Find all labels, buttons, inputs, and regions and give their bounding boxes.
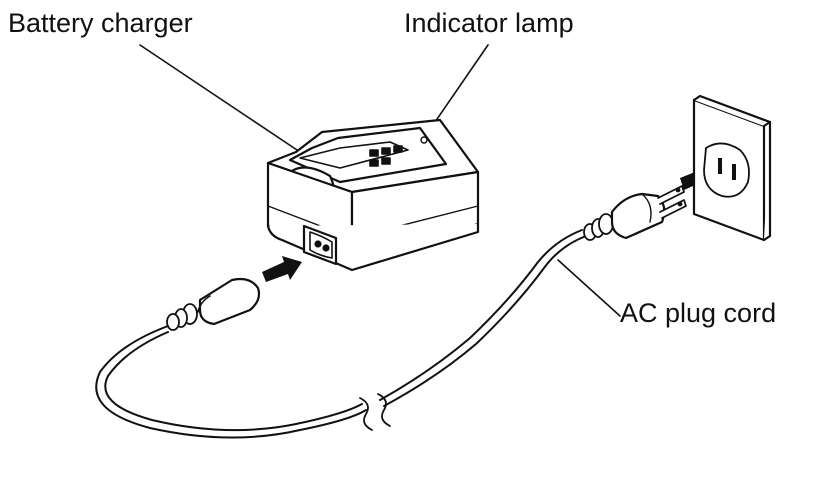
ac-plug-cord-leader: [557, 259, 621, 317]
outlet-slot-left: [718, 158, 722, 174]
plug-prongs: [657, 185, 687, 219]
ac-cord: [95, 229, 587, 439]
battery-charger-label: Battery charger: [8, 8, 193, 38]
cord-break-mark: [359, 397, 373, 431]
charger-side-plug: [166, 277, 261, 331]
wall-outlet: [692, 94, 772, 242]
charger-plug-strain-relief: [166, 303, 198, 331]
battery-charger: [266, 118, 480, 272]
battery-charger-leader: [139, 44, 301, 153]
wall-plug-strain-relief: [583, 213, 614, 241]
ac-inlet: [302, 224, 338, 266]
battery-contacts: [369, 145, 403, 167]
indicator-lamp-label: Indicator lamp: [404, 8, 574, 38]
wall-side-plug: [583, 185, 687, 241]
ac-plug-cord-label: AC plug cord: [620, 298, 777, 328]
insert-arrow-charger: [262, 256, 302, 282]
outlet-slot-right: [732, 164, 736, 180]
indicator-lamp: [420, 136, 428, 144]
